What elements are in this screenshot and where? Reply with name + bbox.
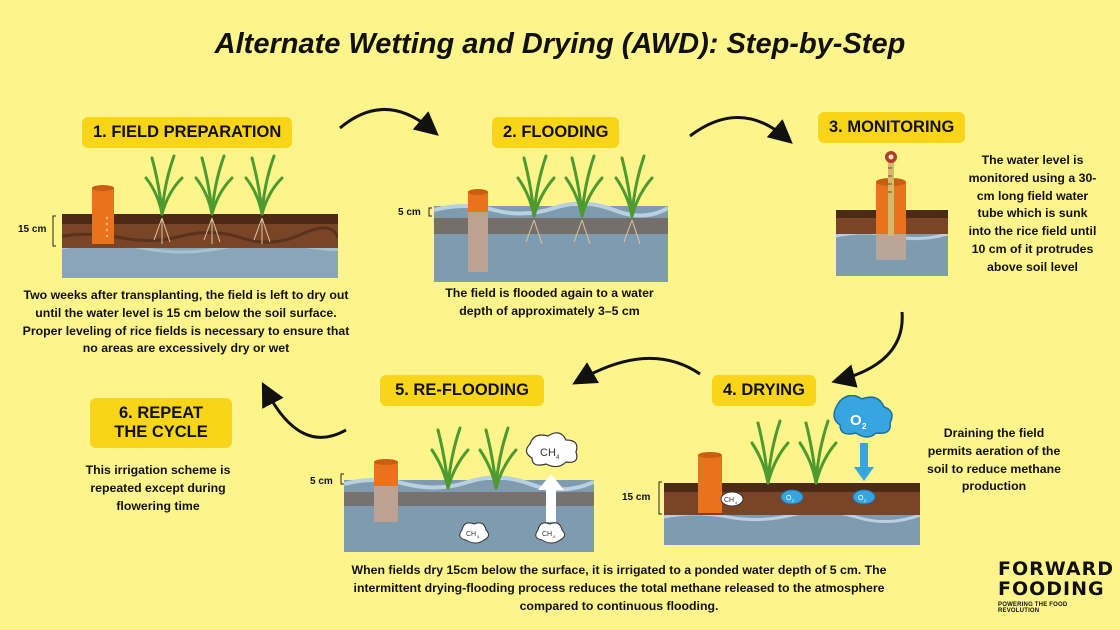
step-5-label: 5. RE-FLOODING <box>380 375 544 406</box>
methane-bubble-label: CH <box>724 497 734 504</box>
released-methane-label: CH <box>540 447 556 459</box>
field-preparation-illustration <box>62 154 338 278</box>
arrow-step1-to-step2 <box>339 108 439 136</box>
step-1-label: 1. FIELD PREPARATION <box>82 117 293 148</box>
step-5-depth-label: 5 cm <box>310 476 333 487</box>
monitoring-illustration <box>836 151 948 276</box>
soil-methane-subscript-2: 4 <box>553 534 556 539</box>
step-6-label: 6. REPEAT THE CYCLE <box>90 398 232 448</box>
logo-tagline: POWERING THE FOOD REVOLUTION <box>998 601 1068 614</box>
soil-methane-label-2: CH <box>542 531 552 538</box>
oxygen-bubble-subscript-2: 2 <box>864 498 867 503</box>
step-2-label: 2. FLOODING <box>492 117 620 148</box>
page-title: Alternate Wetting and Drying (AWD): Step… <box>214 28 906 60</box>
step-1-depth-label: 15 cm <box>18 224 47 235</box>
oxygen-cloud-label: O <box>850 412 862 429</box>
arrow-step3-to-step4 <box>831 311 904 388</box>
step-6-description: This irrigation scheme is repeated excep… <box>85 463 231 513</box>
step-3-description: The water level is monitored using a 30-… <box>968 153 1097 274</box>
step-4-depth-label: 15 cm <box>622 492 651 503</box>
oxygen-bubble-label-2: O <box>858 495 864 502</box>
step-4-label: 4. DRYING <box>712 375 816 406</box>
step-4-description: Draining the field permits aeration of t… <box>927 426 1061 494</box>
released-methane-subscript: 4 <box>556 455 560 461</box>
arrow-step5-to-step6 <box>261 382 347 439</box>
arrow-step2-to-step3 <box>689 116 793 144</box>
soil-methane-subscript-1: 4 <box>477 534 480 539</box>
step-2-depth-label: 5 cm <box>398 207 421 218</box>
step-2-description: The field is flooded again to a water de… <box>445 286 654 318</box>
methane-bubble-subscript: 4 <box>735 500 738 505</box>
oxygen-bubble-label-1: O <box>786 495 792 502</box>
flooding-illustration <box>434 154 668 282</box>
forward-fooding-logo: FORWARD FOODING POWERING THE FOOD REVOLU… <box>998 558 1114 614</box>
step-3-label: 3. MONITORING <box>818 112 966 143</box>
drying-illustration: O 2 CH 4 O 2 O 2 <box>664 395 920 545</box>
step-5-description: When fields dry 15cm below the surface, … <box>351 563 887 613</box>
re-flooding-illustration: CH 4 CH 4 CH 4 <box>344 426 594 552</box>
logo-line-2: FOODING <box>998 577 1105 600</box>
soil-methane-label-1: CH <box>466 531 476 538</box>
logo-line-1: FORWARD <box>998 558 1114 580</box>
arrow-step4-to-step5 <box>572 357 701 385</box>
step-1-description: Two weeks after transplanting, the field… <box>22 288 350 356</box>
oxygen-cloud-subscript: 2 <box>862 422 867 431</box>
oxygen-bubble-subscript-1: 2 <box>792 498 795 503</box>
